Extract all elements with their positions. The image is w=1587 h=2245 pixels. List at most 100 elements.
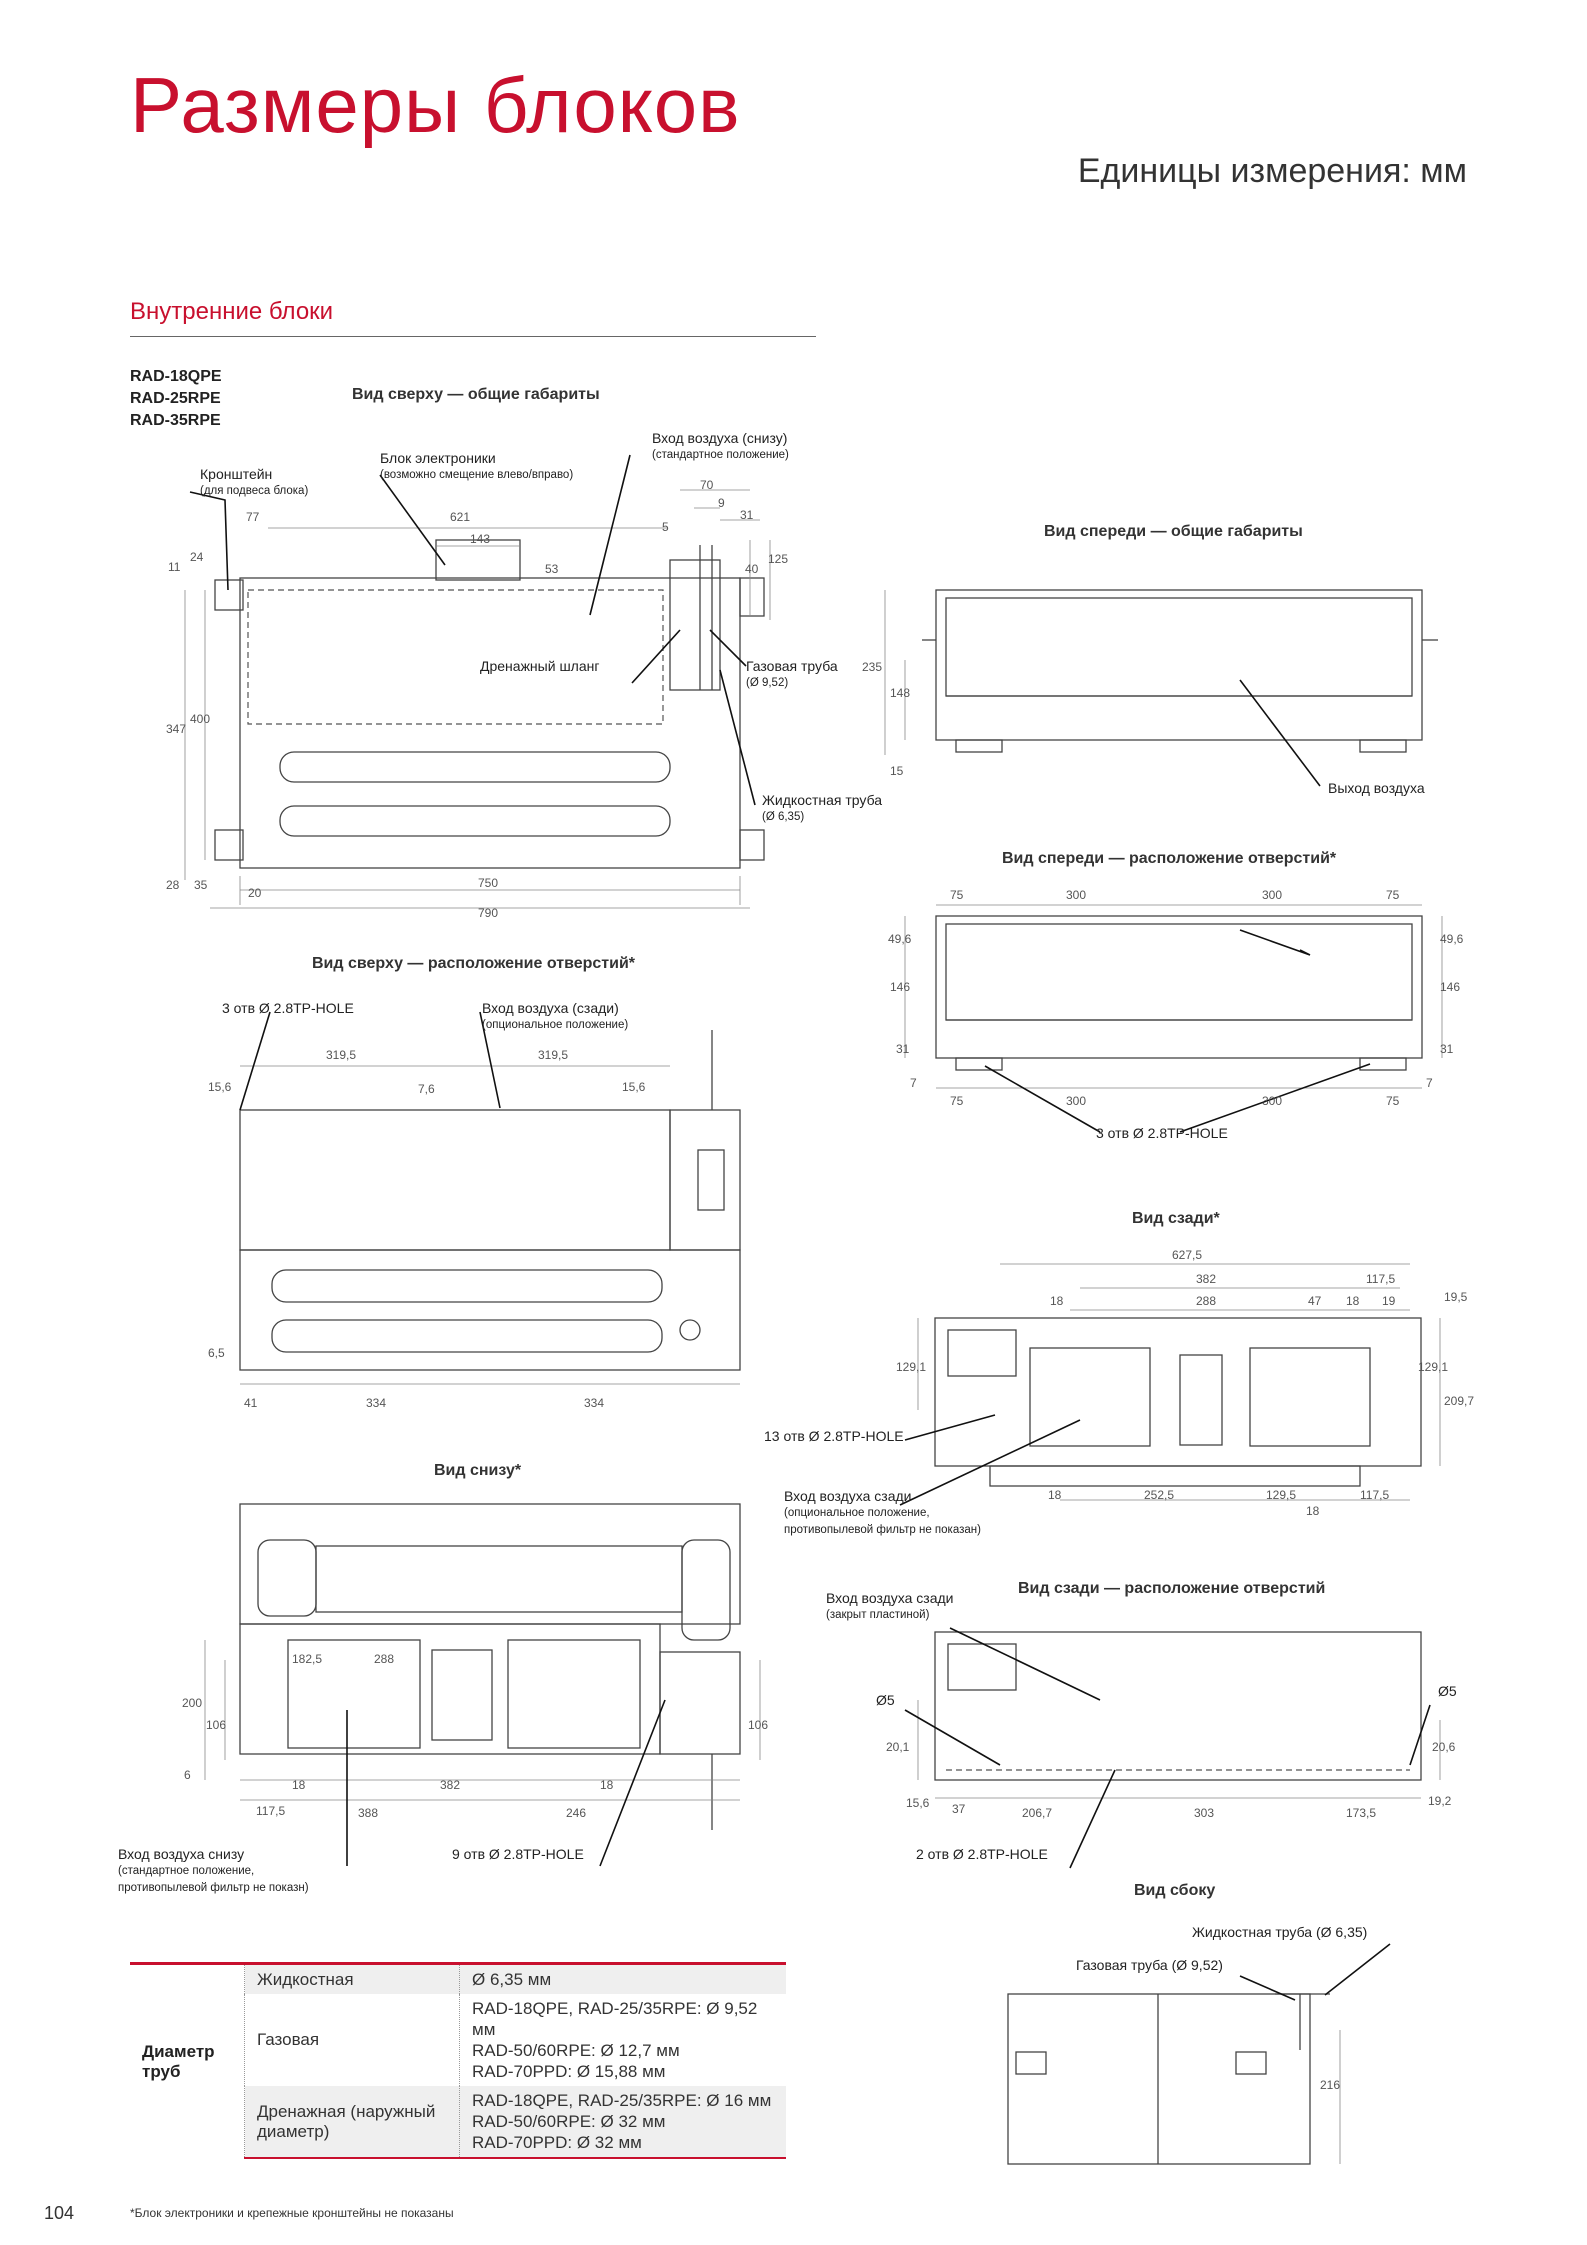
dim-label: 288 <box>374 1652 395 1666</box>
dim-label: 627,5 <box>1172 1248 1203 1262</box>
model-name: RAD-18QPE <box>130 368 222 385</box>
dim-label: 129,1 <box>1418 1360 1449 1374</box>
note-air-in-bottom: Вход воздуха (снизу)(стандартное положен… <box>652 430 789 461</box>
leader-lines <box>189 454 1431 2001</box>
model-name: RAD-35RPE <box>130 412 221 429</box>
pipe-value: RAD-18QPE, RAD-25/35RPE: Ø 16 мм RAD-50/… <box>459 2086 786 2159</box>
dim-label: 31 <box>740 508 754 522</box>
dim-label: 209,7 <box>1444 1394 1475 1408</box>
dim-label: 35 <box>194 878 208 892</box>
dim-label: 6,5 <box>208 1346 225 1360</box>
dim-label: 19 <box>1382 1294 1396 1308</box>
dim-label: 143 <box>470 532 491 546</box>
pipe-value: RAD-18QPE, RAD-25/35RPE: Ø 9,52 мм RAD-5… <box>472 1999 758 2081</box>
dim-label: 146 <box>890 980 911 994</box>
top-view-holes-drawing <box>239 1030 741 1385</box>
dim-label: 621 <box>450 510 471 524</box>
dim-label: 6 <box>184 1768 191 1782</box>
dim-label: 206,7 <box>1022 1806 1053 1820</box>
dim-label: 75 <box>950 1094 964 1108</box>
dim-label: 382 <box>440 1778 461 1792</box>
units-label: Единицы измерения: мм <box>1077 152 1467 190</box>
dim-label: 117,5 <box>1360 1488 1390 1502</box>
pipe-kind: Газовая <box>244 1994 460 2086</box>
dim-label: 18 <box>1306 1504 1320 1518</box>
dim-label: 388 <box>358 1806 379 1820</box>
caption-front-holes: Вид спереди — расположение отверстий* <box>1002 850 1337 867</box>
dim-label: 182,5 <box>292 1652 323 1666</box>
side-view-drawing <box>1007 1993 1341 2165</box>
dim-label: 300 <box>1066 1094 1087 1108</box>
dim-label: 235 <box>862 660 883 674</box>
section-divider <box>130 336 816 337</box>
note-drain-hose: Дренажный шланг <box>480 658 600 674</box>
dim-label: 11 <box>168 560 181 574</box>
dim-label: 300 <box>1262 1094 1283 1108</box>
note-air-in-rear: Вход воздуха сзади(опциональное положени… <box>784 1488 981 1536</box>
dim-label: 300 <box>1066 888 1087 902</box>
note-electronics: Блок электроники(возможно смещение влево… <box>380 450 574 481</box>
dim-label: 300 <box>1262 888 1283 902</box>
note-holes-3-top: 3 отв Ø 2.8TP-HOLE <box>222 1000 354 1016</box>
dim-label: 173,5 <box>1346 1806 1377 1820</box>
dim-label: 288 <box>1196 1294 1217 1308</box>
dim-label: 347 <box>166 722 187 736</box>
dim-label: 382 <box>1196 1272 1217 1286</box>
section-title: Внутренние блоки <box>130 298 334 325</box>
rear-holes-drawing <box>917 1631 1441 1799</box>
dim-label: 41 <box>244 1396 258 1410</box>
caption-rear-holes: Вид сзади — расположение отверстий <box>1018 1580 1326 1597</box>
dim-label: 53 <box>545 562 559 576</box>
front-view-overall-drawing <box>884 589 1438 755</box>
dim-label: 20,6 <box>1432 1740 1456 1754</box>
dim-label: 319,5 <box>326 1048 357 1062</box>
dim-label: 246 <box>566 1806 587 1820</box>
dim-label: 7 <box>1426 1076 1433 1090</box>
dim-label: 37 <box>952 1802 966 1816</box>
model-list: RAD-18QPE RAD-25RPE RAD-35RPE <box>130 366 222 432</box>
dim-label: 750 <box>478 876 499 890</box>
dim-label: 146 <box>1440 980 1461 994</box>
dim-label: 28 <box>166 878 180 892</box>
dim-label: 129,5 <box>1266 1488 1297 1502</box>
dim-label: 18 <box>292 1778 306 1792</box>
dim-label: 252,5 <box>1144 1488 1175 1502</box>
footnote: *Блок электроники и крепежные кронштейны… <box>130 2206 454 2220</box>
dim-label: 20 <box>248 886 262 900</box>
dim-label: 70 <box>700 478 714 492</box>
dim-label: 117,5 <box>1366 1272 1396 1286</box>
note-d5-left: Ø5 <box>876 1692 895 1708</box>
dim-label: 40 <box>745 562 759 576</box>
dim-label: 75 <box>1386 888 1400 902</box>
dim-label: 129,1 <box>896 1360 927 1374</box>
note-air-out: Выход воздуха <box>1328 780 1425 796</box>
dim-label: 75 <box>1386 1094 1400 1108</box>
dim-label: 7 <box>910 1076 917 1090</box>
dim-label: 18 <box>1048 1488 1062 1502</box>
rear-view-drawing <box>917 1263 1441 1501</box>
note-air-in-bottom2: Вход воздуха снизу(стандартное положение… <box>118 1846 309 1894</box>
caption-bottom: Вид снизу* <box>434 1462 522 1479</box>
dim-label: 334 <box>366 1396 387 1410</box>
dim-label: 106 <box>206 1718 227 1732</box>
dim-label: 19,2 <box>1428 1794 1452 1808</box>
note-liquid-pipe: Жидкостная труба(Ø 6,35) <box>762 792 883 823</box>
dim-label: 15 <box>890 764 904 778</box>
dim-label: 9 <box>718 496 725 510</box>
note-side-liquid: Жидкостная труба (Ø 6,35) <box>1192 1924 1368 1940</box>
pipe-kind: Жидкостная <box>244 1962 460 1994</box>
note-holes-2: 2 отв Ø 2.8TP-HOLE <box>916 1846 1048 1862</box>
caption-top-holes: Вид сверху — расположение отверстий* <box>312 955 635 972</box>
note-air-in-rear-closed: Вход воздуха сзади(закрыт пластиной) <box>826 1590 954 1621</box>
dim-label: 18 <box>600 1778 614 1792</box>
dim-label: 117,5 <box>256 1804 286 1818</box>
dim-label: 319,5 <box>538 1048 569 1062</box>
note-gas-pipe: Газовая труба(Ø 9,52) <box>746 658 838 689</box>
dim-label: 18 <box>1346 1294 1360 1308</box>
model-name: RAD-25RPE <box>130 390 221 407</box>
note-bracket: Кронштейн(для подвеса блока) <box>200 466 309 497</box>
dim-label: 49,6 <box>1440 932 1464 946</box>
dim-label: 15,6 <box>208 1080 232 1094</box>
dim-label: 47 <box>1308 1294 1322 1308</box>
